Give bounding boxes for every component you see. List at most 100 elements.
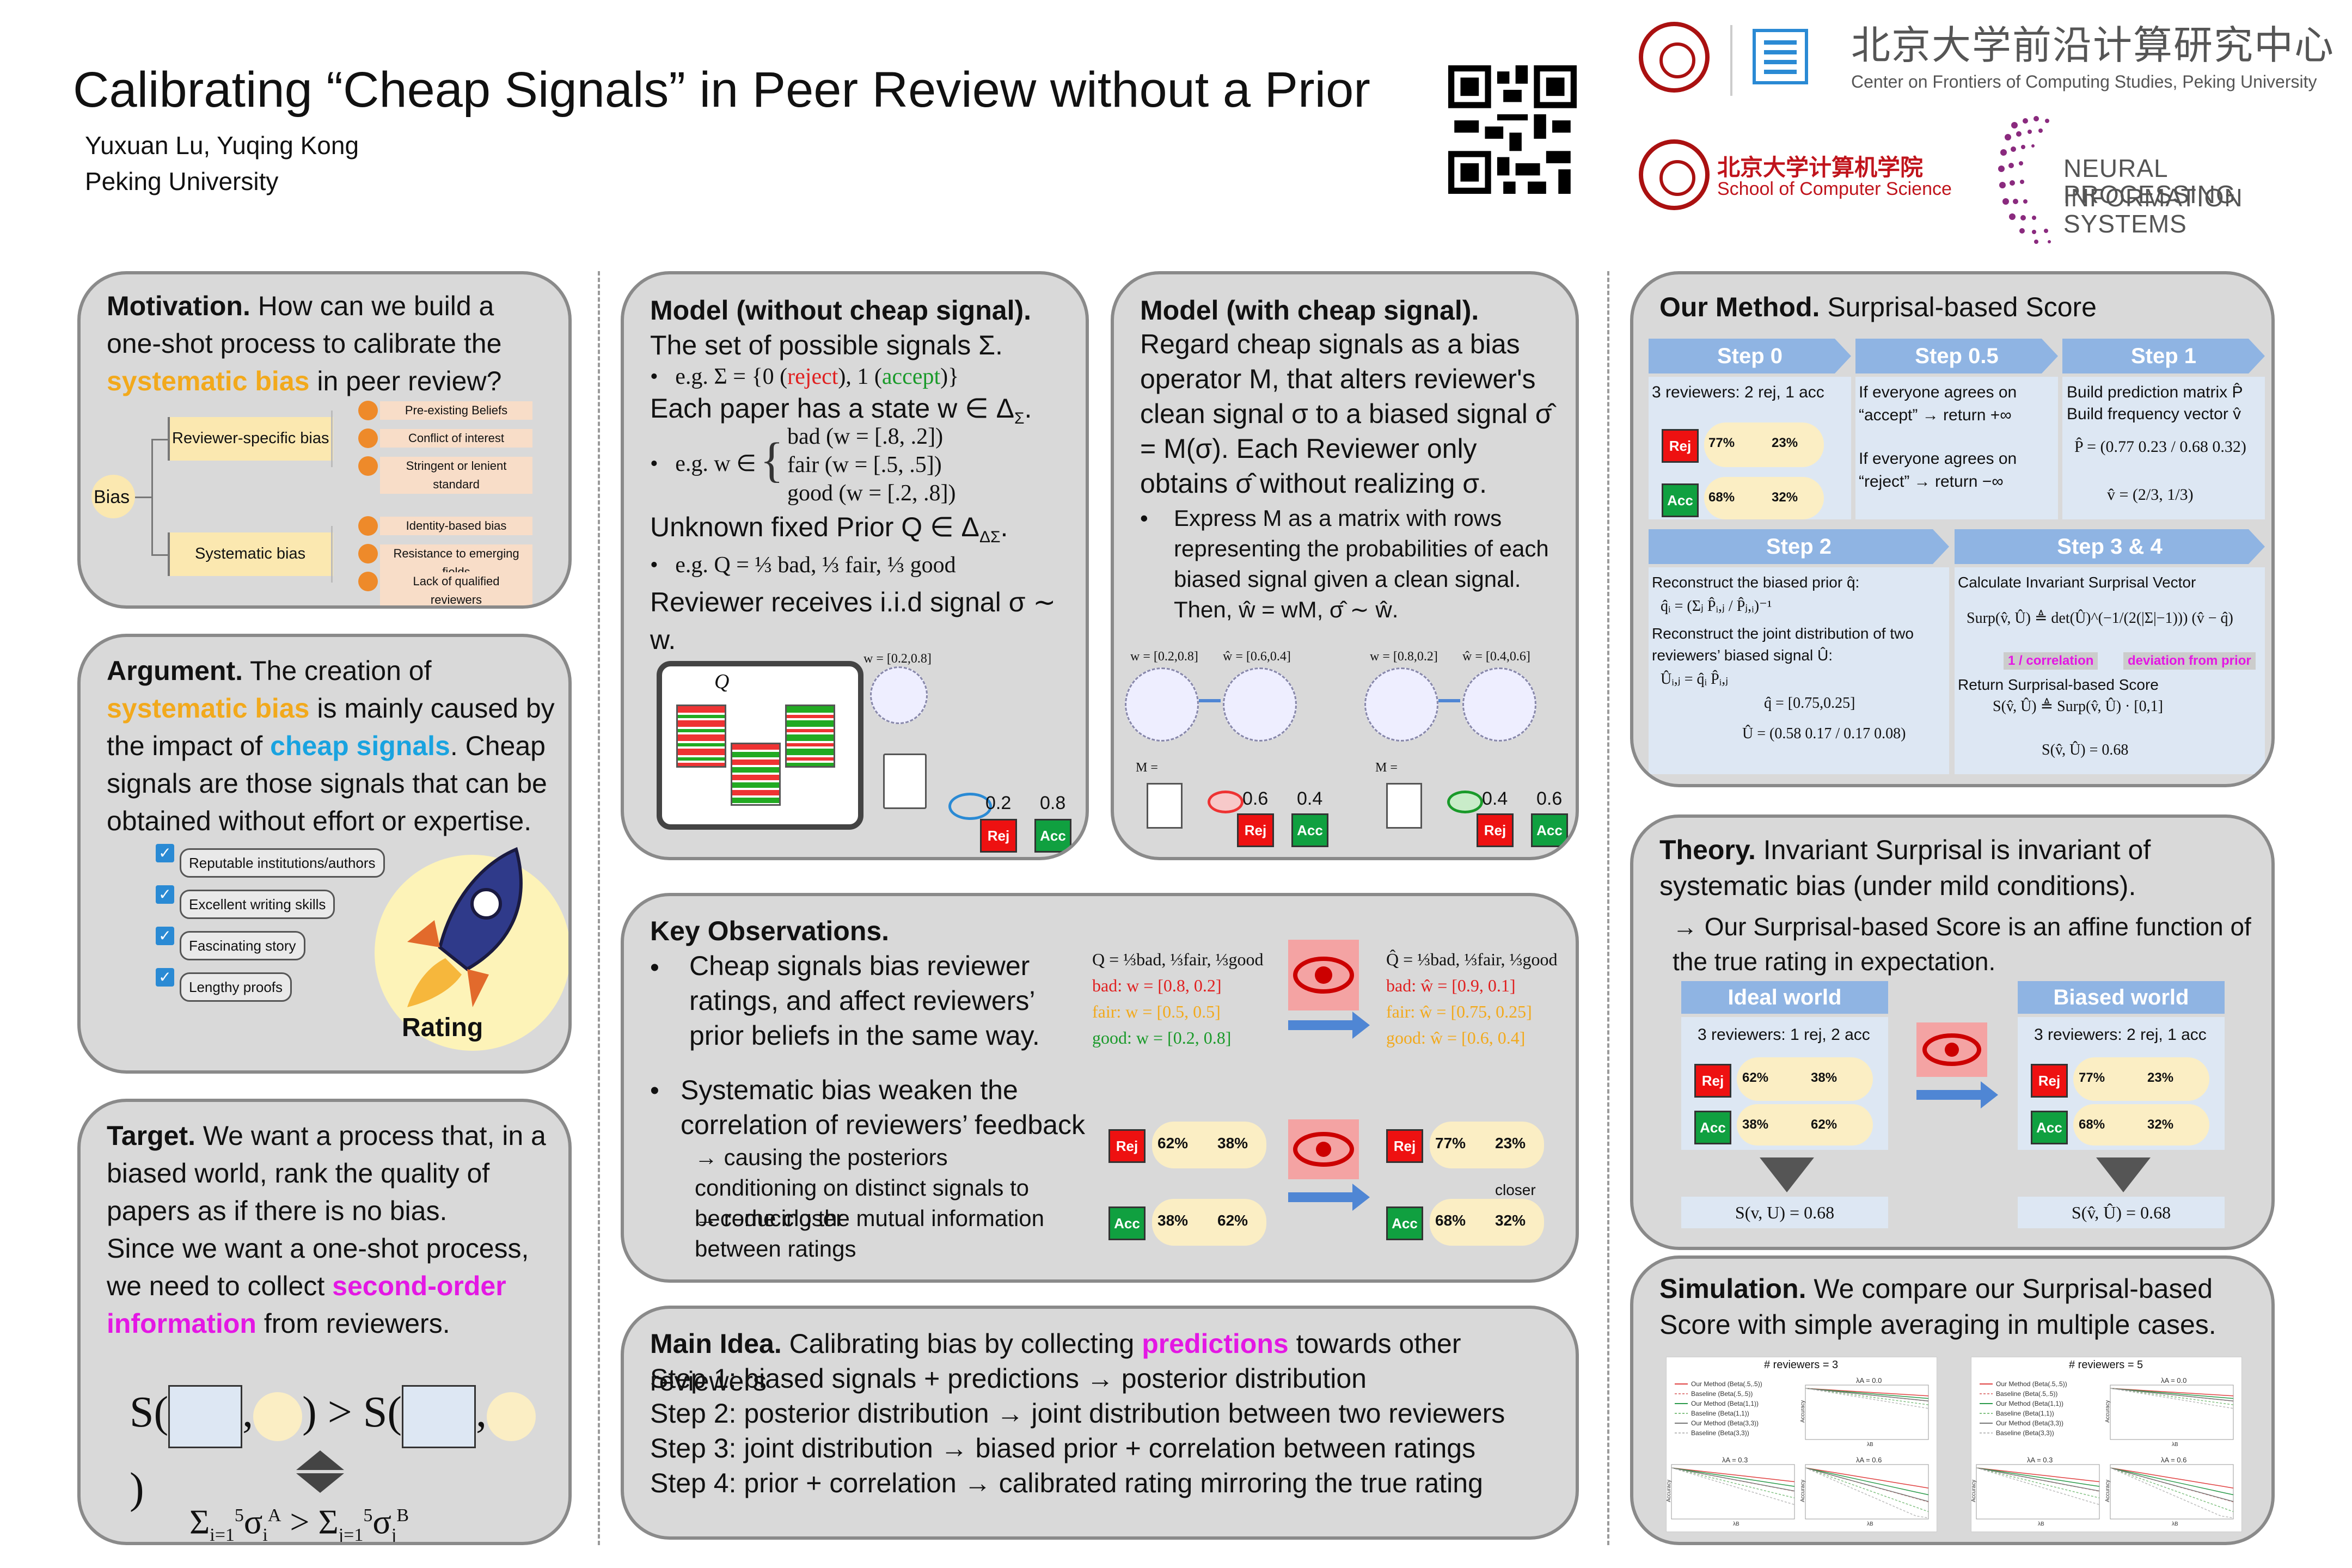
ideal-world-header: Ideal world	[1681, 981, 1888, 1014]
pred: 32%	[1772, 490, 1798, 505]
score-comparison: S(,) > S(,)	[130, 1374, 543, 1512]
arrow-icon	[1199, 699, 1221, 702]
series-line	[1805, 1388, 1929, 1409]
subplot-title: λA = 0.0	[1856, 1376, 1882, 1385]
legend-label: Our Method (Beta(.5,.5))	[1996, 1380, 2067, 1388]
subplot-frame	[2110, 1464, 2234, 1520]
biased-eye-icon	[1916, 1022, 1987, 1077]
simulation-text: Simulation. We compare our Surprisal-bas…	[1659, 1273, 2216, 1340]
prediction-cloud	[1737, 1057, 1873, 1101]
series-line	[2110, 1388, 2234, 1405]
argument-text: Argument. The creation of systematic bia…	[107, 656, 555, 836]
s2-b: q̂ᵢ = (Σⱼ P̂ᵢ,ⱼ / P̂ⱼ,ᵢ)⁻¹	[1661, 598, 1772, 615]
subplot-frame	[1805, 1464, 1929, 1520]
pku-center-cn: 北京大学前沿计算研究中心	[1851, 24, 2335, 68]
matrix-bullet: Express M as a matrix with rows represen…	[1174, 505, 1549, 622]
bias-item: Pre-existing Beliefs	[380, 401, 532, 420]
eye-icon	[1447, 791, 1483, 813]
branch-systematic	[168, 532, 333, 576]
checkbox-icon: ✓	[156, 927, 174, 945]
pred: 62%	[1811, 1117, 1837, 1132]
legend-label: Our Method (Beta(1,1))	[1996, 1400, 2063, 1407]
accept-badge: Acc	[1662, 483, 1699, 517]
pred: 38%	[1157, 1212, 1189, 1229]
pred: 77%	[2079, 1070, 2105, 1085]
prob-rej: 0.2	[985, 793, 1012, 813]
model-no-cheap-panel: Model (without cheap signal). The set of…	[621, 271, 1089, 860]
main-idea-step: Step 2: posterior distribution → joint d…	[650, 1398, 1505, 1429]
s34-b: Surp(v̂, Û) ≜ det(Û)^(−1/(2(|Σ|−1))) (v̂…	[1967, 610, 2233, 627]
biased-world-header: Biased world	[2018, 981, 2225, 1014]
reject-badge: Rej	[1237, 813, 1274, 847]
prediction-cloud	[1704, 477, 1824, 519]
pred: 32%	[2147, 1117, 2174, 1132]
pku-cs-cn: 北京大学计算机学院	[1717, 155, 1924, 180]
reject-badge: Rej	[1386, 1129, 1423, 1163]
subplot-xlabel: λB	[1867, 1521, 1873, 1527]
series-line	[2110, 1388, 2234, 1396]
m-label: M =	[1136, 761, 1158, 775]
prediction-cloud	[1430, 1122, 1544, 1168]
subplot-xlabel: λB	[2172, 1442, 2178, 1448]
obs2b: → reducing the mutual information betwee…	[695, 1205, 1044, 1261]
s2-c: Reconstruct the joint distribution of tw…	[1652, 625, 1914, 664]
prior-left: Q = ⅓bad, ⅓fair, ⅓good bad: w = [0.8, 0.…	[1092, 950, 1264, 1048]
poster-title: Calibrating “Cheap Signals” in Peer Revi…	[73, 62, 1370, 118]
document-icon	[883, 754, 927, 809]
pku-seal-logo	[1639, 22, 1710, 93]
series-line	[1805, 1467, 1929, 1496]
obs1: Cheap signals bias reviewer ratings, and…	[689, 951, 1040, 1051]
legend-label: Baseline (Beta(.5,.5))	[1691, 1390, 1753, 1398]
pred: 23%	[1495, 1135, 1526, 1152]
state-line: Each paper has a state w ∈ ΔΣ.	[650, 393, 1032, 427]
heading: Model (without cheap signal).	[650, 295, 1031, 326]
main-idea-panel: Main Idea. Calibrating bias by collectin…	[621, 1306, 1579, 1540]
target-text-a: Target. We want a process that, in a bia…	[107, 1120, 546, 1226]
series-line	[1671, 1467, 1795, 1487]
key-observations-panel: Key Observations. • Cheap signals bias r…	[621, 893, 1579, 1283]
arrow-icon	[1288, 1012, 1370, 1039]
arrow-icon	[1916, 1081, 1998, 1108]
m-label: M =	[1375, 761, 1398, 775]
prediction-cloud	[1152, 1199, 1266, 1246]
pred: 23%	[2147, 1070, 2174, 1085]
series-line	[1976, 1467, 2100, 1483]
neurips-line1: NEURAL INFORMATION	[2063, 154, 2243, 212]
series-line	[1805, 1388, 1929, 1401]
prob: 0.4	[1297, 788, 1323, 809]
series-line	[2110, 1467, 2234, 1518]
subplot-frame	[1671, 1464, 1795, 1520]
s34-e: S(v̂, Û) = 0.68	[2042, 742, 2129, 758]
subplot-title: λA = 0.3	[2027, 1456, 2053, 1464]
bias-item: Identity-based bias	[380, 517, 532, 535]
state-example-prefix: • e.g. w ∈	[650, 451, 756, 476]
paper-fair-icon	[731, 743, 781, 806]
state-good: good (w = [.2, .8])	[787, 481, 956, 506]
reject-badge: Rej	[2031, 1064, 2068, 1098]
target-panel: Target. We want a process that, in a bia…	[77, 1099, 572, 1545]
prediction-cloud	[2073, 1057, 2209, 1101]
reject-badge: Rej	[1108, 1129, 1146, 1163]
pred: 23%	[1772, 436, 1798, 450]
branch-reviewer-specific	[168, 417, 333, 461]
s34-d: S(v̂, Û) ≜ Surp(v̂, Û) · [0,1]	[1993, 698, 2164, 715]
sim-plot-3: Our Method (Beta(.5,.5))Baseline (Beta(.…	[1666, 1376, 1929, 1527]
legend-label: Baseline (Beta(3,3))	[1996, 1429, 2054, 1437]
qr-code[interactable]	[1448, 65, 1577, 194]
accept-badge: Acc	[1108, 1206, 1146, 1240]
pred: 32%	[1495, 1212, 1526, 1229]
obs2a: → causing the posteriors conditioning on…	[695, 1144, 1030, 1231]
state-bad: bad (w = [.8, .2])	[787, 424, 944, 449]
accept-badge: Acc	[1694, 1111, 1731, 1144]
prob: 0.6	[1536, 788, 1563, 809]
bias-item: Conflict of interest	[380, 429, 532, 448]
s2-a: Reconstruct the biased prior q̂:	[1652, 574, 1860, 591]
equivalence-icon	[296, 1473, 344, 1493]
pred: 38%	[1742, 1117, 1769, 1132]
s2-e: q̂ = [0.75,0.25]	[1764, 695, 1855, 712]
s2-d: Ûᵢ,ⱼ = q̂ᵢ P̂ᵢ,ⱼ	[1661, 671, 1729, 688]
sim-title-3: # reviewers = 3	[1764, 1359, 1839, 1371]
signal-example: • e.g. Σ = {0 (reject), 1 (accept)}	[650, 364, 959, 389]
model-cheap-panel: Model (with cheap signal). Regard cheap …	[1111, 271, 1579, 860]
prediction-cloud	[2073, 1104, 2209, 1146]
